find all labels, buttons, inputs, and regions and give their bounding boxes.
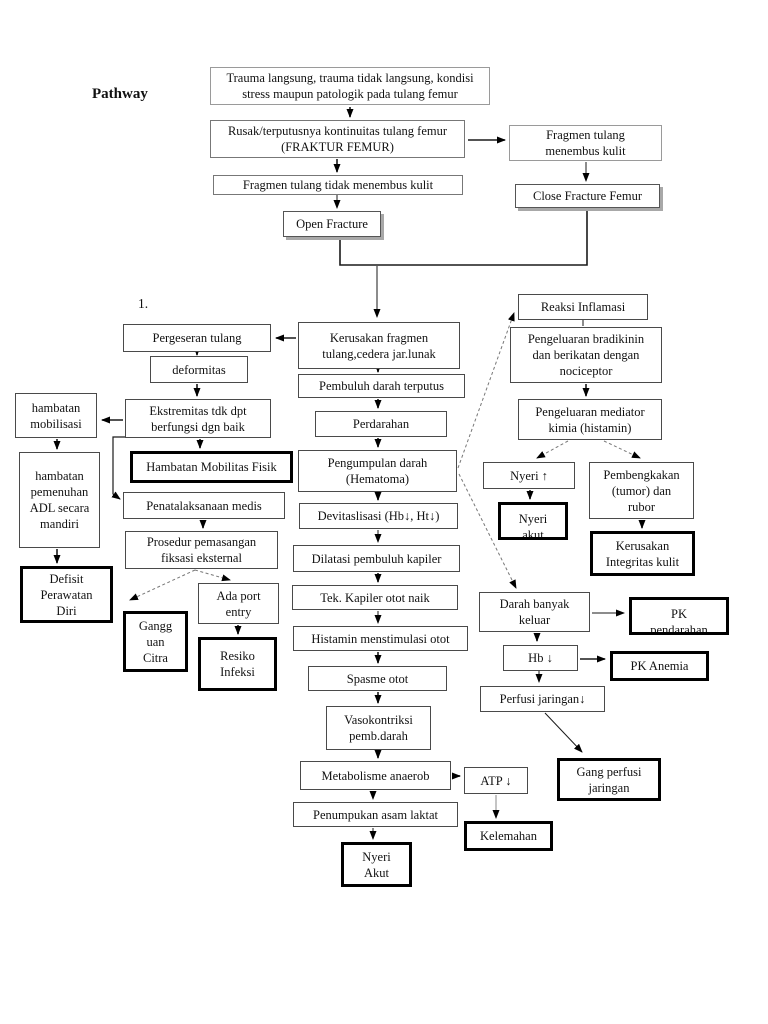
node-kerusakan-fragmen: Kerusakan fragmen tulang,cedera jar.luna… <box>298 322 460 369</box>
node-defisit-perawatan-diri: Defisit Perawatan Diri <box>20 566 113 623</box>
node-atp-turun: ATP ↓ <box>464 767 528 794</box>
node-trauma: Trauma langsung, trauma tidak langsung, … <box>210 67 490 105</box>
node-deformitas: deformitas <box>150 356 248 383</box>
node-prosedur-fiksasi: Prosedur pemasangan fiksasi eksternal <box>125 531 278 569</box>
node-pengumpulan-darah: Pengumpulan darah (Hematoma) <box>298 450 457 492</box>
node-fraktur-line1: Rusak/terputusnya kontinuitas tulang fem… <box>227 124 448 138</box>
node-hb-turun: Hb ↓ <box>503 645 578 671</box>
node-perdarahan: Perdarahan <box>315 411 447 437</box>
node-devitaslisasi: Devitaslisasi (Hb↓, Ht↓) <box>299 503 458 529</box>
node-nyeri-akut-bawah: Nyeri Akut <box>341 842 412 887</box>
list-marker-1: 1. <box>138 296 149 311</box>
node-ada-port-entry: Ada port entry <box>198 583 279 624</box>
node-bradikinin: Pengeluaran bradikinin dan berikatan den… <box>510 327 662 383</box>
node-dilatasi-kapiler: Dilatasi pembuluh kapiler <box>293 545 460 572</box>
node-hambatan-mobilitas-fisik: Hambatan Mobilitas Fisik <box>130 451 293 483</box>
node-gang-perfusi: Gang perfusi jaringan <box>557 758 661 801</box>
page-title: Pathway <box>92 86 148 102</box>
node-vasokontriksi: Vasokontriksi pemb.darah <box>326 706 431 750</box>
node-kerusakan-integritas: Kerusakan Integritas kulit <box>590 531 695 576</box>
node-open-fracture: Open Fracture <box>283 211 381 237</box>
node-fraktur-line2: (FRAKTUR FEMUR) <box>281 140 394 154</box>
node-mediator-kimia: Pengeluaran mediator kimia (histamin) <box>518 399 662 440</box>
node-ekstremitas: Ekstremitas tdk dpt berfungsi dgn baik <box>125 399 271 438</box>
node-nyeri-naik: Nyeri ↑ <box>483 462 575 489</box>
node-penumpukan-laktat: Penumpukan asam laktat <box>293 802 458 827</box>
node-tek-kapiler: Tek. Kapiler otot naik <box>292 585 458 610</box>
node-histamin-otot: Histamin menstimulasi otot <box>293 626 468 651</box>
node-fragmen-tidak-menembus: Fragmen tulang tidak menembus kulit <box>213 175 463 195</box>
node-close-fracture: Close Fracture Femur <box>515 184 660 208</box>
node-hambatan-mobilisasi: hambatan mobilisasi <box>15 393 97 438</box>
node-pk-pendarahan: PK pendarahan <box>629 597 729 635</box>
node-penatalaksanaan-medis: Penatalaksanaan medis <box>123 492 285 519</box>
node-spasme-otot: Spasme otot <box>308 666 447 691</box>
node-metabolisme-anaerob: Metabolisme anaerob <box>300 761 451 790</box>
node-pembengkakan: Pembengkakan (tumor) dan rubor <box>589 462 694 519</box>
node-gangguan-citra: Gangg uan Citra <box>123 611 188 672</box>
node-kelemahan: Kelemahan <box>464 821 553 851</box>
node-pk-anemia: PK Anemia <box>610 651 709 681</box>
node-fraktur-femur: Rusak/terputusnya kontinuitas tulang fem… <box>210 120 465 158</box>
node-nyeri-akut-kanan: Nyeri akut <box>498 502 568 540</box>
node-perfusi-jaringan: Perfusi jaringan↓ <box>480 686 605 712</box>
node-resiko-infeksi: Resiko Infeksi <box>198 637 277 691</box>
node-hambatan-adl: hambatan pemenuhan ADL secara mandiri <box>19 452 100 548</box>
node-pembuluh-terputus: Pembuluh darah terputus <box>298 374 465 398</box>
node-fragmen-menembus: Fragmen tulang menembus kulit <box>509 125 662 161</box>
node-darah-banyak-keluar: Darah banyak keluar <box>479 592 590 632</box>
node-pergeseran-tulang: Pergeseran tulang <box>123 324 271 352</box>
node-reaksi-inflamasi: Reaksi Inflamasi <box>518 294 648 320</box>
